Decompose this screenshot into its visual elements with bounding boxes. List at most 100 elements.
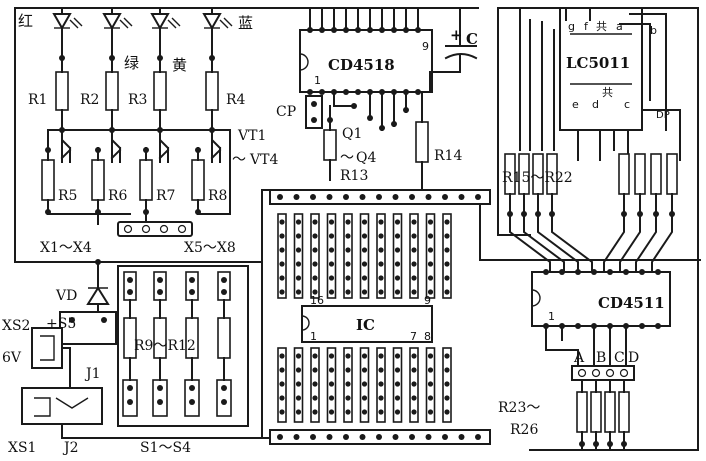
switch-s5 (59, 311, 117, 345)
resistor-r15-r22 (618, 153, 630, 195)
input-d: D (628, 350, 639, 366)
strip-hole (376, 194, 382, 200)
proto-hole (378, 289, 384, 295)
proto-hole (295, 381, 302, 387)
proto-hole (444, 219, 450, 225)
xs2-label: XS2 (2, 318, 30, 334)
r2-label: R2 (80, 92, 99, 108)
strip-hole (442, 434, 448, 440)
seg-c: c (624, 98, 630, 111)
switch-top (123, 271, 137, 301)
proto-hole (312, 353, 318, 359)
seg-b: b (650, 24, 657, 37)
input-a: A (573, 350, 585, 366)
strip-hole (409, 434, 415, 440)
strip-hole (409, 194, 415, 200)
proto-hole (411, 367, 417, 373)
strip-hole (310, 434, 316, 440)
resistor-r15-r22 (650, 153, 662, 195)
led-yellow-label: 黄 (172, 56, 187, 74)
proto-hole (444, 289, 450, 295)
proto-area: IC 16 9 1 7 8 (277, 213, 452, 423)
r15-r22-label: R15～R22 (502, 170, 573, 186)
proto-hole (378, 275, 384, 281)
connector-x1-x4: X1～X4 X5～X8 (40, 221, 236, 256)
resistor-r1 (55, 71, 69, 111)
resistor-r9-r12 (217, 317, 231, 359)
cd4518-pin1: 1 (314, 74, 321, 87)
proto-hole (279, 409, 285, 415)
capacitor-c: + C (429, 7, 478, 93)
strip-hole (425, 434, 432, 440)
strip-hole (475, 434, 481, 440)
led-yellow (150, 7, 181, 59)
proto-hole (328, 409, 335, 415)
strip-hole (343, 434, 349, 440)
proto-strip (442, 213, 452, 299)
proto-hole (427, 353, 434, 359)
proto-strip (277, 213, 287, 299)
proto-strip (409, 213, 419, 299)
proto-hole (427, 395, 434, 401)
vt1-label: VT1 (237, 128, 266, 144)
proto-strip (343, 213, 353, 299)
cd4511-pin1: 1 (548, 310, 555, 323)
cd4518-pin9: 9 (422, 40, 429, 53)
proto-hole (345, 261, 351, 267)
strip-hole (392, 194, 399, 200)
proto-hole (444, 233, 450, 239)
proto-hole (345, 275, 351, 281)
resistor-r23-r26 (576, 391, 588, 433)
proto-strip (326, 213, 337, 299)
proto-hole (361, 261, 368, 267)
resistor-r23-r26 (604, 391, 616, 433)
proto-hole (394, 395, 401, 401)
led-green (102, 7, 133, 59)
proto-hole (295, 233, 302, 239)
q4-label: Q4 (356, 150, 376, 166)
proto-hole (394, 367, 401, 373)
proto-hole (394, 409, 401, 415)
display-name: LC5011 (566, 54, 630, 72)
proto-strip (376, 213, 386, 299)
r9-r12-label: R9～R12 (134, 338, 196, 354)
x5-x8-label: X5～X8 (184, 240, 236, 256)
proto-hole (361, 289, 368, 295)
proto-hole (279, 219, 285, 225)
seg-e: e (572, 98, 579, 111)
strip-hole (475, 194, 481, 200)
proto-hole (378, 353, 384, 359)
proto-hole (427, 367, 434, 373)
strip-hole (310, 194, 316, 200)
proto-hole (345, 353, 351, 359)
transistor-vt3 (158, 129, 170, 163)
ic-pin7: 7 (410, 330, 417, 343)
proto-hole (444, 261, 450, 267)
ic-pin8: 8 (424, 330, 431, 343)
led-red-label: 红 (18, 12, 33, 30)
proto-hole (312, 395, 318, 401)
proto-hole (345, 219, 351, 225)
proto-hole (328, 247, 335, 253)
proto-hole (312, 409, 318, 415)
proto-hole (295, 367, 302, 373)
proto-hole (378, 247, 384, 253)
proto-hole (394, 247, 401, 253)
led-blue (202, 7, 233, 59)
proto-hole (444, 275, 450, 281)
proto-hole (295, 409, 302, 415)
q-range-sep: ～ (340, 150, 354, 166)
proto-hole (444, 381, 450, 387)
transistor-stage: R5 R6 R7 R8 VT1 ～ VT4 (41, 127, 278, 225)
transistor-vt1 (60, 129, 72, 163)
strip-hole (326, 434, 333, 440)
input-abcd: A B C D R23～ R26 (498, 350, 641, 451)
proto-hole (361, 367, 368, 373)
proto-hole (427, 247, 434, 253)
proto-strip (310, 213, 320, 299)
proto-hole (378, 367, 384, 373)
resistor-r7 (139, 159, 153, 201)
r5-label: R5 (58, 188, 77, 204)
proto-hole (444, 395, 450, 401)
